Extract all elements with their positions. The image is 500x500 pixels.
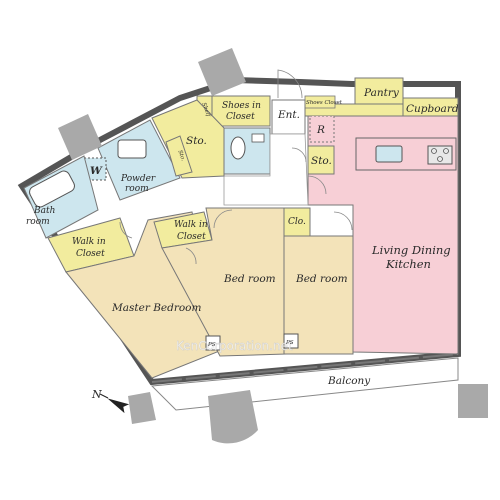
- bathtub: [29, 170, 75, 208]
- bathroom-label: Bath: [33, 206, 55, 216]
- bedroom-1-label: Bed room: [223, 273, 276, 285]
- entrance-area: [271, 99, 306, 135]
- wall-block: [208, 390, 258, 444]
- closet-label: Clo.: [288, 217, 306, 227]
- storage-hall-label: Sto.: [311, 155, 332, 167]
- wall-block: [458, 384, 488, 418]
- washbasin: [117, 139, 147, 159]
- facade-window: [151, 353, 459, 383]
- walkin-bed-label: Walk in: [174, 220, 208, 230]
- washer-label: W: [90, 165, 103, 177]
- ps-box-2: [283, 333, 299, 349]
- pantry-label: Pantry: [363, 87, 400, 99]
- shoes-in-closet-label: Closet: [226, 112, 255, 122]
- storage-small: [165, 135, 193, 177]
- door-arc: [185, 247, 197, 265]
- toilet-icon: [230, 136, 246, 160]
- ps-box-1: [205, 335, 221, 351]
- closet: [283, 207, 311, 237]
- shelf-label: Shelf: [200, 102, 211, 118]
- compass-icon: [107, 398, 130, 414]
- shoes-closet-top-label: Shoes Closet: [306, 100, 343, 106]
- walkin-master-label: Closet: [76, 249, 105, 259]
- compass-label: N: [91, 388, 102, 401]
- entrance-label: Ent.: [277, 109, 300, 121]
- ps-label: PS: [207, 342, 216, 348]
- wall-block: [128, 392, 156, 424]
- ldk-label: Living Dining: [371, 243, 451, 257]
- wall-block: [198, 48, 246, 96]
- hall-storage: [307, 145, 335, 175]
- shoes-in-closet: [211, 95, 271, 127]
- door-arc: [307, 175, 327, 195]
- door-arc: [213, 209, 233, 229]
- entrance-door: [277, 69, 303, 99]
- stove-icon: [427, 145, 453, 165]
- hallway: [223, 133, 309, 206]
- powder-room-label: Powder: [120, 174, 156, 184]
- storage-small-label: Sto.: [177, 150, 186, 163]
- refrigerator-space: [309, 115, 335, 143]
- ldk-label: Kitchen: [385, 257, 431, 271]
- cupboard-label: Cupboard: [406, 103, 459, 115]
- shoes-in-closet-label: Shoes in: [222, 101, 261, 111]
- bedroom-2-label: Bed room: [295, 273, 348, 285]
- sink-icon: [375, 145, 403, 163]
- ps-label: PS: [285, 340, 294, 346]
- cupboard-room: [402, 97, 459, 117]
- refrigerator-label: R: [316, 124, 325, 136]
- balcony-label: Balcony: [327, 375, 371, 387]
- walkin-master-label: Walk in: [72, 237, 106, 247]
- door-arc: [119, 221, 133, 239]
- walkin-bed-label: Closet: [177, 232, 206, 242]
- powder-room: [97, 119, 181, 201]
- watermark: KenCorporation.net: [176, 339, 293, 353]
- storage-left-label: Sto.: [186, 135, 207, 147]
- master-bedroom-label: Master Bedroom: [111, 302, 202, 314]
- powder-room-label: room: [125, 184, 149, 194]
- door-arc: [333, 211, 353, 231]
- bathroom-label: room: [26, 217, 50, 227]
- door-arc: [291, 147, 307, 163]
- wall-block: [58, 114, 102, 160]
